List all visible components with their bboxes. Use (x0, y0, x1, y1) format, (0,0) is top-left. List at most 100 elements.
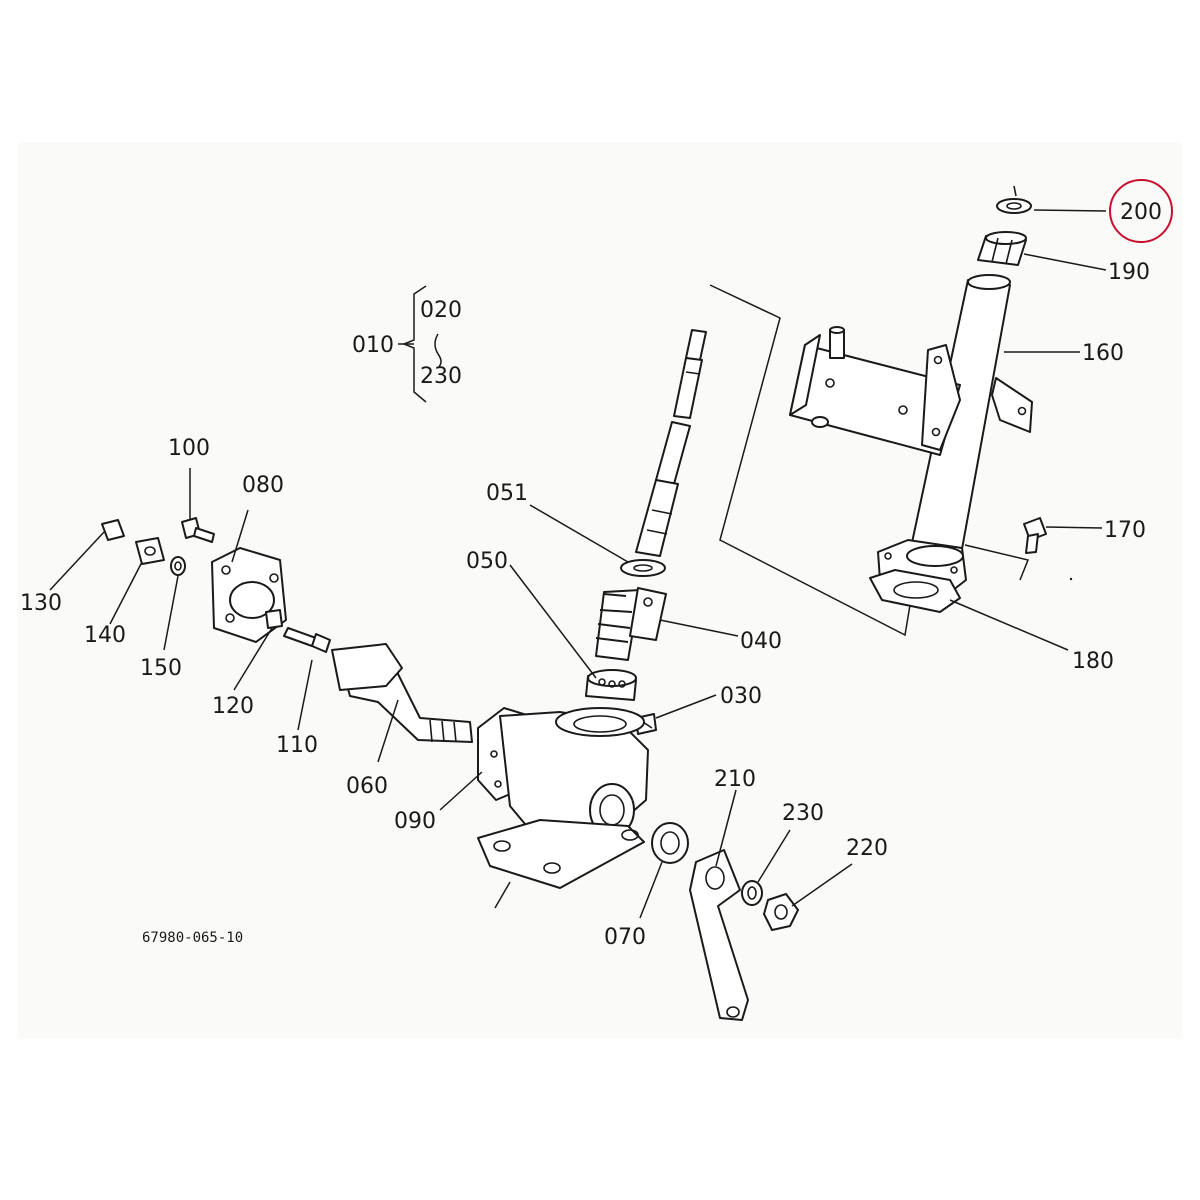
bushing-ridge (1005, 239, 1013, 265)
callout-040[interactable]: 040 (740, 629, 782, 654)
column-clamp-right (991, 377, 1033, 433)
leader-210 (715, 789, 737, 867)
washer-top[interactable] (996, 185, 1032, 214)
callout-090[interactable]: 090 (394, 809, 436, 834)
shaft-lower (635, 479, 679, 557)
leader-220 (791, 863, 853, 907)
callout-140[interactable]: 140 (84, 623, 126, 648)
flange-hole (494, 780, 502, 788)
arm-spline-hole (705, 866, 725, 890)
nut-hole (774, 904, 788, 920)
washer-150[interactable] (170, 556, 186, 576)
screw-head (311, 633, 331, 653)
leader-140 (109, 561, 143, 625)
flange-hole (950, 566, 958, 574)
clamp-hole (931, 427, 941, 437)
bolt-head (1023, 517, 1047, 541)
washer-ring (741, 880, 763, 906)
base-hole (493, 840, 511, 852)
bearing-ball (598, 678, 606, 686)
callout-030[interactable]: 030 (720, 684, 762, 709)
callout-070[interactable]: 070 (604, 925, 646, 950)
callout-080[interactable]: 080 (242, 473, 284, 498)
leader-110 (297, 659, 313, 731)
bearing-ball (608, 680, 616, 688)
leader-190 (1023, 253, 1107, 271)
oil-seal[interactable] (651, 822, 689, 864)
shaft-mid (655, 421, 691, 485)
callout-150[interactable]: 150 (140, 656, 182, 681)
assembly-line (964, 544, 1030, 581)
callout-100[interactable]: 100 (168, 436, 210, 461)
nut-220[interactable] (763, 893, 799, 931)
steering-column-assembly[interactable] (789, 274, 1033, 595)
race-hole (633, 564, 653, 572)
callout-230[interactable]: 230 (782, 801, 824, 826)
leader-base (494, 881, 511, 909)
leader-080 (231, 509, 249, 563)
washer-ring (170, 556, 186, 576)
gear-housing[interactable] (477, 707, 649, 889)
leader-051 (529, 504, 629, 563)
callout-200[interactable]: 200 (1120, 200, 1162, 225)
screw-body (283, 627, 317, 647)
leader-170 (1045, 526, 1103, 529)
worm-gear[interactable] (595, 587, 667, 661)
bracket-hole (825, 378, 835, 388)
flange-hole (490, 750, 498, 758)
washer-hole (174, 561, 182, 571)
callout-110[interactable]: 110 (276, 733, 318, 758)
cover-hole (221, 565, 231, 575)
nut-140[interactable] (135, 537, 165, 565)
bracket-pin-top (829, 326, 845, 334)
sector-shaft-head (331, 643, 403, 691)
cover-hole (225, 613, 235, 623)
bearing-ball (618, 680, 626, 688)
callout-051[interactable]: 051 (486, 481, 528, 506)
cap-nut-130[interactable] (101, 519, 125, 541)
column-bracket-side (789, 334, 821, 416)
assembly-line (709, 284, 911, 637)
pitman-arm[interactable] (689, 849, 749, 1021)
shaft-spline (429, 719, 457, 743)
callout-220[interactable]: 220 (846, 836, 888, 861)
bracket-foot (811, 416, 829, 428)
adjusting-screw[interactable] (283, 627, 331, 653)
gasket-plate (869, 569, 961, 613)
callout-130[interactable]: 130 (20, 591, 62, 616)
bolt-170[interactable] (1023, 517, 1047, 554)
leader-150 (163, 575, 179, 651)
callout-160[interactable]: 160 (1082, 341, 1124, 366)
leader-130 (49, 531, 105, 591)
worm-nut-hole (643, 597, 653, 607)
gasket[interactable] (869, 569, 961, 613)
nut-body (763, 893, 799, 931)
lock-washer-230[interactable] (741, 880, 763, 906)
bolt-100[interactable] (181, 517, 215, 543)
leader-030 (655, 694, 717, 719)
shaft-groove (651, 509, 673, 515)
steering-shaft[interactable] (635, 329, 707, 557)
stray-dot (1069, 577, 1073, 581)
callout-060[interactable]: 060 (346, 774, 388, 799)
column-tube-top (967, 274, 1011, 290)
leader-230 (757, 829, 791, 883)
callout-050[interactable]: 050 (466, 549, 508, 574)
sector-shaft[interactable] (331, 643, 473, 743)
callout-210[interactable]: 210 (714, 767, 756, 792)
bushing-ridge (991, 237, 999, 263)
leader-200 (1033, 209, 1107, 212)
worm-thread (595, 593, 633, 643)
callout-190[interactable]: 190 (1108, 260, 1150, 285)
flange-hole (884, 552, 892, 560)
callout-180[interactable]: 180 (1072, 649, 1114, 674)
callout-120[interactable]: 120 (212, 694, 254, 719)
bearing-race-051[interactable] (620, 559, 666, 577)
cap-nut-body (101, 519, 125, 541)
bushing[interactable] (977, 231, 1027, 266)
callout-170[interactable]: 170 (1104, 518, 1146, 543)
seal-inner (660, 831, 680, 855)
lock-plate-120[interactable] (265, 609, 283, 629)
ball-bearing-050[interactable] (585, 669, 637, 701)
